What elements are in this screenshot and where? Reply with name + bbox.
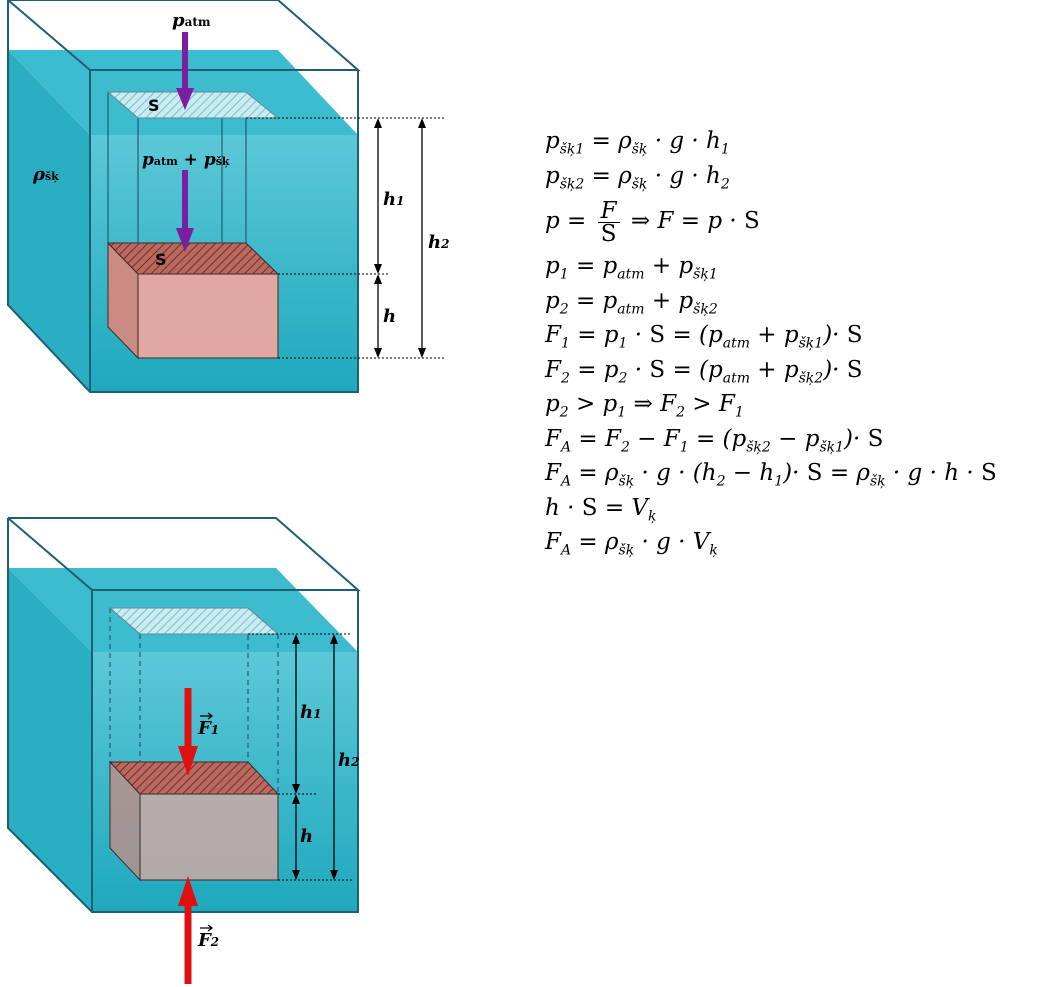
box-front xyxy=(137,273,279,359)
pressure-arrow-icon xyxy=(176,228,194,252)
F1-arrow-icon xyxy=(178,746,198,776)
label-h-top: h xyxy=(383,306,396,327)
formula-7: F2 = p2 · S = (patm + pšķ2)· S xyxy=(545,356,863,387)
formula-5: p2 = patm + pšķ2 xyxy=(545,287,718,318)
label-F1: F1 xyxy=(197,718,219,739)
label-F2: F2 xyxy=(197,930,219,951)
formula-list: pšķ1 = ρšķ · g · h1 pšķ2 = ρšķ · g · h2 … xyxy=(545,124,1025,560)
top-tank: patm S patm + pšķ ρšķ S h1 h2 h xyxy=(7,0,449,393)
label-h1-bottom: h1 xyxy=(300,702,321,723)
formula-2: pšķ2 = ρšķ · g · h2 xyxy=(545,162,730,193)
tank-left-face xyxy=(8,568,92,912)
top-surface-S xyxy=(108,607,280,635)
formula-11: h · S = Vķ xyxy=(545,494,657,525)
label-S-top: S xyxy=(148,96,160,115)
box-top xyxy=(108,761,280,795)
formula-8: p2 > p1 ⇒ F2 > F1 xyxy=(545,391,744,421)
patm-arrow-icon xyxy=(176,88,194,110)
tank-left-face xyxy=(8,50,90,392)
formula-6: F1 = p1 · S = (patm + pšķ1)· S xyxy=(545,322,863,352)
bottom-tank: F1 F2 h1 h2 h xyxy=(7,517,361,984)
formula-10: FA = ρšķ · g · (h2 − h1)· S = ρšķ · g · … xyxy=(545,460,997,490)
label-h2-bottom: h2 xyxy=(338,750,359,771)
formula-9: FA = F2 − F1 = (pšķ2 − pšķ1)· S xyxy=(545,425,884,456)
label-h1-top: h1 xyxy=(383,189,404,210)
label-h2-top: h2 xyxy=(428,232,449,253)
label-patm: patm xyxy=(172,10,211,31)
label-h-bottom: h xyxy=(300,826,313,847)
formula-1: pšķ1 = ρšķ · g · h1 xyxy=(545,128,730,158)
box-front xyxy=(139,793,279,881)
label-S-box: S xyxy=(155,250,167,269)
label-patm-plus: patm + pšķ xyxy=(142,150,230,170)
formula-12: FA = ρšķ · g · Vķ xyxy=(545,529,718,559)
F2-arrow-icon xyxy=(178,876,198,906)
formula-4: p1 = patm + pšķ1 xyxy=(545,253,718,283)
label-rho: ρšķ xyxy=(32,164,59,185)
